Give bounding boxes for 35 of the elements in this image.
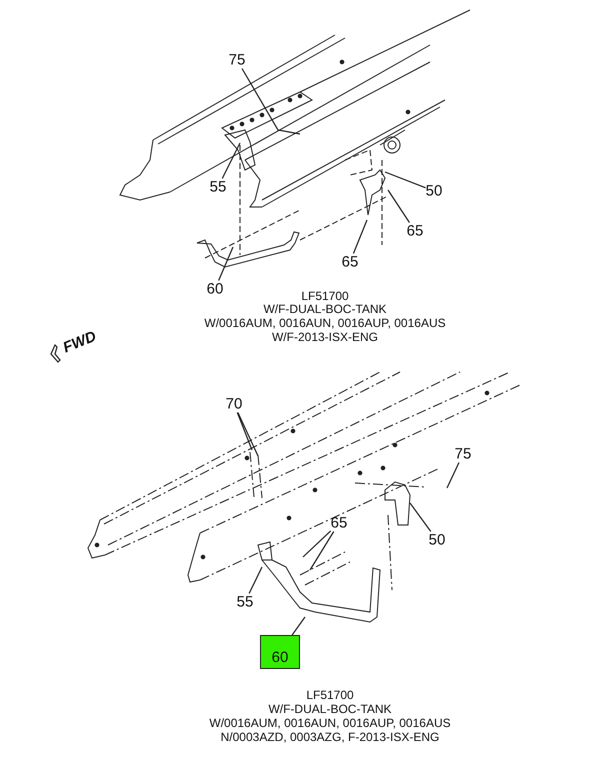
leader-line	[241, 68, 300, 135]
callout-number: 65	[342, 254, 358, 270]
leader-line	[384, 171, 426, 188]
callout-number: 60	[206, 280, 224, 298]
leader-line	[352, 220, 368, 254]
caption-line: N/0003AZD, 0003AZG, F-2013-ISX-ENG	[220, 730, 440, 744]
highlighted-callout-number: 60	[260, 635, 300, 669]
callout-number: 55	[236, 594, 254, 610]
leader-line	[222, 142, 241, 179]
caption-line: LF51700	[306, 688, 354, 702]
leader-line	[446, 462, 460, 488]
callout-number: 75	[228, 52, 246, 68]
callout-number: 75	[454, 446, 472, 462]
caption-line: W/F-DUAL-BOC-TANK	[263, 302, 387, 316]
callout-number: 50	[426, 182, 442, 200]
callout-number: 55	[210, 178, 226, 196]
direction-label: FWD	[61, 330, 98, 356]
callout-number: 70	[226, 396, 242, 412]
callout-number: 65	[406, 222, 424, 240]
callout-number: 65	[330, 514, 348, 532]
leader-line	[236, 412, 253, 450]
leader-line	[302, 530, 332, 558]
leader-line	[248, 566, 263, 594]
leader-line	[388, 190, 410, 223]
caption-line: W/0016AUM, 0016AUN, 0016AUP, 0016AUS	[209, 716, 451, 730]
leader-line	[292, 616, 306, 636]
caption-line: W/F-DUAL-BOC-TANK	[268, 702, 392, 716]
caption-line: W/F-2013-ISX-ENG	[272, 330, 378, 344]
callout-number: 50	[428, 532, 446, 548]
leader-line	[218, 246, 234, 281]
caption-line: W/0016AUM, 0016AUN, 0016AUP, 0016AUS	[204, 316, 446, 330]
leader-line	[237, 412, 259, 456]
leader-line	[309, 531, 334, 570]
caption-line: LF51700	[301, 289, 349, 303]
leader-line	[410, 502, 432, 532]
